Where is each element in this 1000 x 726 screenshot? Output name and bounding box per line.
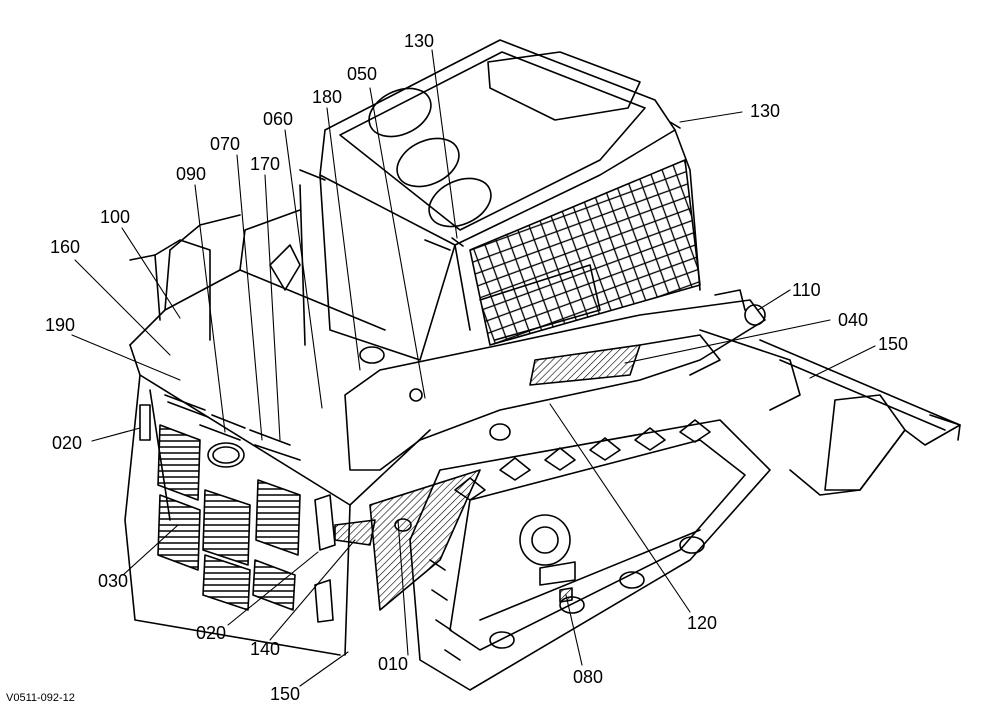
callout-010: 010 bbox=[378, 654, 409, 674]
callout-150: 150 bbox=[878, 334, 909, 354]
callout-190: 190 bbox=[45, 315, 76, 335]
callout-130: 130 bbox=[750, 101, 781, 121]
callout-150: 150 bbox=[270, 684, 301, 704]
callout-090: 090 bbox=[176, 164, 207, 184]
figure-code: V0511-092-12 bbox=[6, 692, 75, 704]
callout-040: 040 bbox=[838, 310, 869, 330]
callout-110: 110 bbox=[792, 280, 821, 300]
callout-160: 160 bbox=[50, 237, 81, 257]
callout-070: 070 bbox=[210, 134, 241, 154]
cab bbox=[299, 39, 701, 361]
loader-arm bbox=[269, 244, 801, 471]
callout-100: 100 bbox=[100, 207, 131, 227]
callout-130: 130 bbox=[404, 31, 435, 51]
callout-030: 030 bbox=[98, 571, 129, 591]
callout-050: 050 bbox=[347, 64, 378, 84]
callout-120: 120 bbox=[687, 613, 718, 633]
callout-020: 020 bbox=[52, 433, 83, 453]
track bbox=[409, 419, 771, 691]
callout-180: 180 bbox=[312, 87, 343, 107]
leader-lines bbox=[71, 49, 876, 687]
callout-140: 140 bbox=[250, 639, 281, 659]
callout-170: 170 bbox=[250, 154, 281, 174]
rear-body bbox=[124, 209, 481, 656]
callout-020: 020 bbox=[196, 623, 227, 643]
callout-060: 060 bbox=[263, 109, 294, 129]
bucket bbox=[759, 339, 961, 496]
callout-080: 080 bbox=[573, 667, 604, 687]
